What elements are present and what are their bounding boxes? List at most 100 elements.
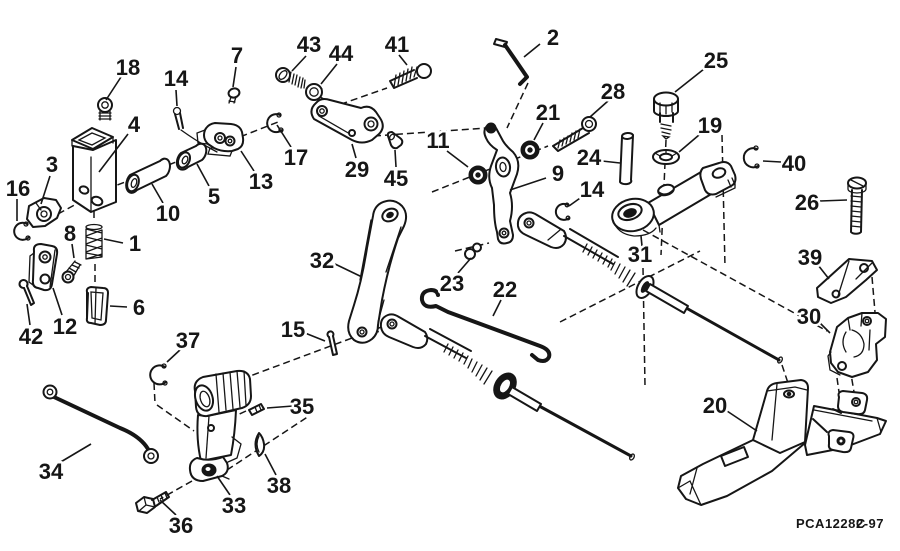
callout-14: 14 [568, 175, 607, 207]
callout-leader-line [196, 163, 210, 187]
callout-26: 26 [792, 188, 848, 218]
callout-number: 34 [39, 459, 64, 484]
callout-leader-line [762, 160, 782, 163]
parts-artwork [13, 38, 887, 514]
callout-43: 43 [291, 30, 324, 72]
callout-leader-line [266, 405, 294, 409]
callout-leader-line [601, 160, 621, 164]
callout-number: 41 [385, 32, 409, 57]
callout-29: 29 [342, 143, 372, 185]
part-13-connector [196, 122, 245, 157]
callout-leader-line [726, 410, 758, 432]
callout-12: 12 [50, 287, 80, 342]
callout-leader-line [320, 63, 338, 85]
callout-leader-line [394, 149, 397, 168]
callout-34: 34 [36, 443, 92, 487]
callout-leader-line [105, 76, 122, 101]
callout-21: 21 [533, 98, 563, 141]
callout-number: 40 [782, 151, 806, 176]
callout-leader-line [351, 143, 357, 159]
part-11-grommet [468, 165, 488, 185]
callout-leader-line [398, 54, 408, 66]
callout-10: 10 [151, 183, 183, 229]
part-9-shift-lever [483, 122, 520, 245]
callout-leader-line [109, 305, 128, 308]
cable-link-upper [516, 211, 784, 364]
part-36-bolt [135, 491, 170, 514]
part-14-retainer-clip [554, 202, 571, 221]
callout-number: 8 [64, 221, 76, 246]
callout-number: 14 [164, 66, 189, 91]
part-29-link [310, 98, 384, 144]
callout-leader-line [71, 243, 75, 259]
callout-number: 18 [116, 55, 140, 80]
part-31-arm [611, 161, 737, 237]
callout-leader-line [492, 299, 502, 317]
callout-number: 19 [698, 113, 722, 138]
callout-leader-line [817, 264, 830, 280]
part-7-screw [227, 87, 241, 104]
callout-number: 37 [176, 328, 200, 353]
callout-number: 16 [6, 176, 30, 201]
callout-leader-line [291, 55, 307, 72]
part-21-grommet [520, 140, 540, 160]
part-35-pin [248, 403, 265, 416]
callout-number: 1 [129, 231, 141, 256]
callout-40: 40 [762, 149, 809, 179]
part-32-lever-arm [347, 199, 408, 344]
callout-leader-line [52, 287, 63, 316]
callout-number: 14 [580, 177, 605, 202]
part-28-bolt [552, 116, 597, 152]
part-38-washer [254, 432, 266, 457]
callout-8: 8 [61, 219, 79, 259]
callout-13: 13 [240, 150, 276, 197]
figure-date-code: 2-97 [856, 516, 884, 531]
callout-number: 9 [552, 161, 564, 186]
callout-number: 17 [284, 145, 308, 170]
part-40-retainer-clip [742, 145, 760, 169]
callout-number: 24 [577, 145, 602, 170]
callout-number: 33 [222, 493, 246, 518]
part-18-screw [97, 97, 113, 121]
callout-number: 6 [133, 295, 145, 320]
callout-number: 32 [310, 248, 334, 273]
part-33-shift-handle [188, 369, 252, 482]
part-12-link [28, 243, 59, 292]
callout-leader-line [819, 199, 848, 202]
callout-18: 18 [105, 53, 143, 101]
part-6-bumper [85, 286, 109, 326]
callout-7: 7 [228, 41, 246, 88]
figure-footer: PCA1228C 2-97 [796, 516, 884, 531]
callout-leader-line [568, 195, 584, 207]
callout-5: 5 [196, 163, 223, 212]
part-19-lock-washer [652, 149, 680, 165]
callout-leader-line [276, 124, 292, 148]
callout-38: 38 [264, 453, 294, 501]
callout-number: 25 [704, 48, 728, 73]
callout-14: 14 [161, 64, 191, 107]
callout-37: 37 [166, 326, 203, 363]
part-41-bolt [389, 63, 432, 89]
part-37-retainer-clip [149, 363, 168, 386]
part-16-retainer-clip [13, 221, 31, 241]
part-10-roller [125, 157, 171, 194]
callout-11: 11 [424, 126, 469, 168]
callout-leader-line [166, 348, 182, 363]
callout-44: 44 [320, 39, 356, 85]
callout-3: 3 [40, 150, 61, 205]
callout-number: 39 [798, 245, 822, 270]
callout-33: 33 [216, 475, 249, 521]
assembly-guide-lines [57, 82, 876, 500]
callout-1: 1 [103, 229, 144, 259]
callout-leader-line [175, 89, 178, 107]
part-22-shift-rod [419, 288, 552, 363]
callout-leader-line [264, 453, 277, 476]
part-5-bushing [175, 142, 208, 171]
callout-leader-line [151, 183, 164, 204]
callout-leader-line [589, 100, 609, 118]
part-15-pin [326, 330, 338, 356]
callout-6: 6 [109, 293, 148, 323]
callout-leader-line [304, 332, 326, 342]
callout-leader-line [533, 122, 544, 141]
